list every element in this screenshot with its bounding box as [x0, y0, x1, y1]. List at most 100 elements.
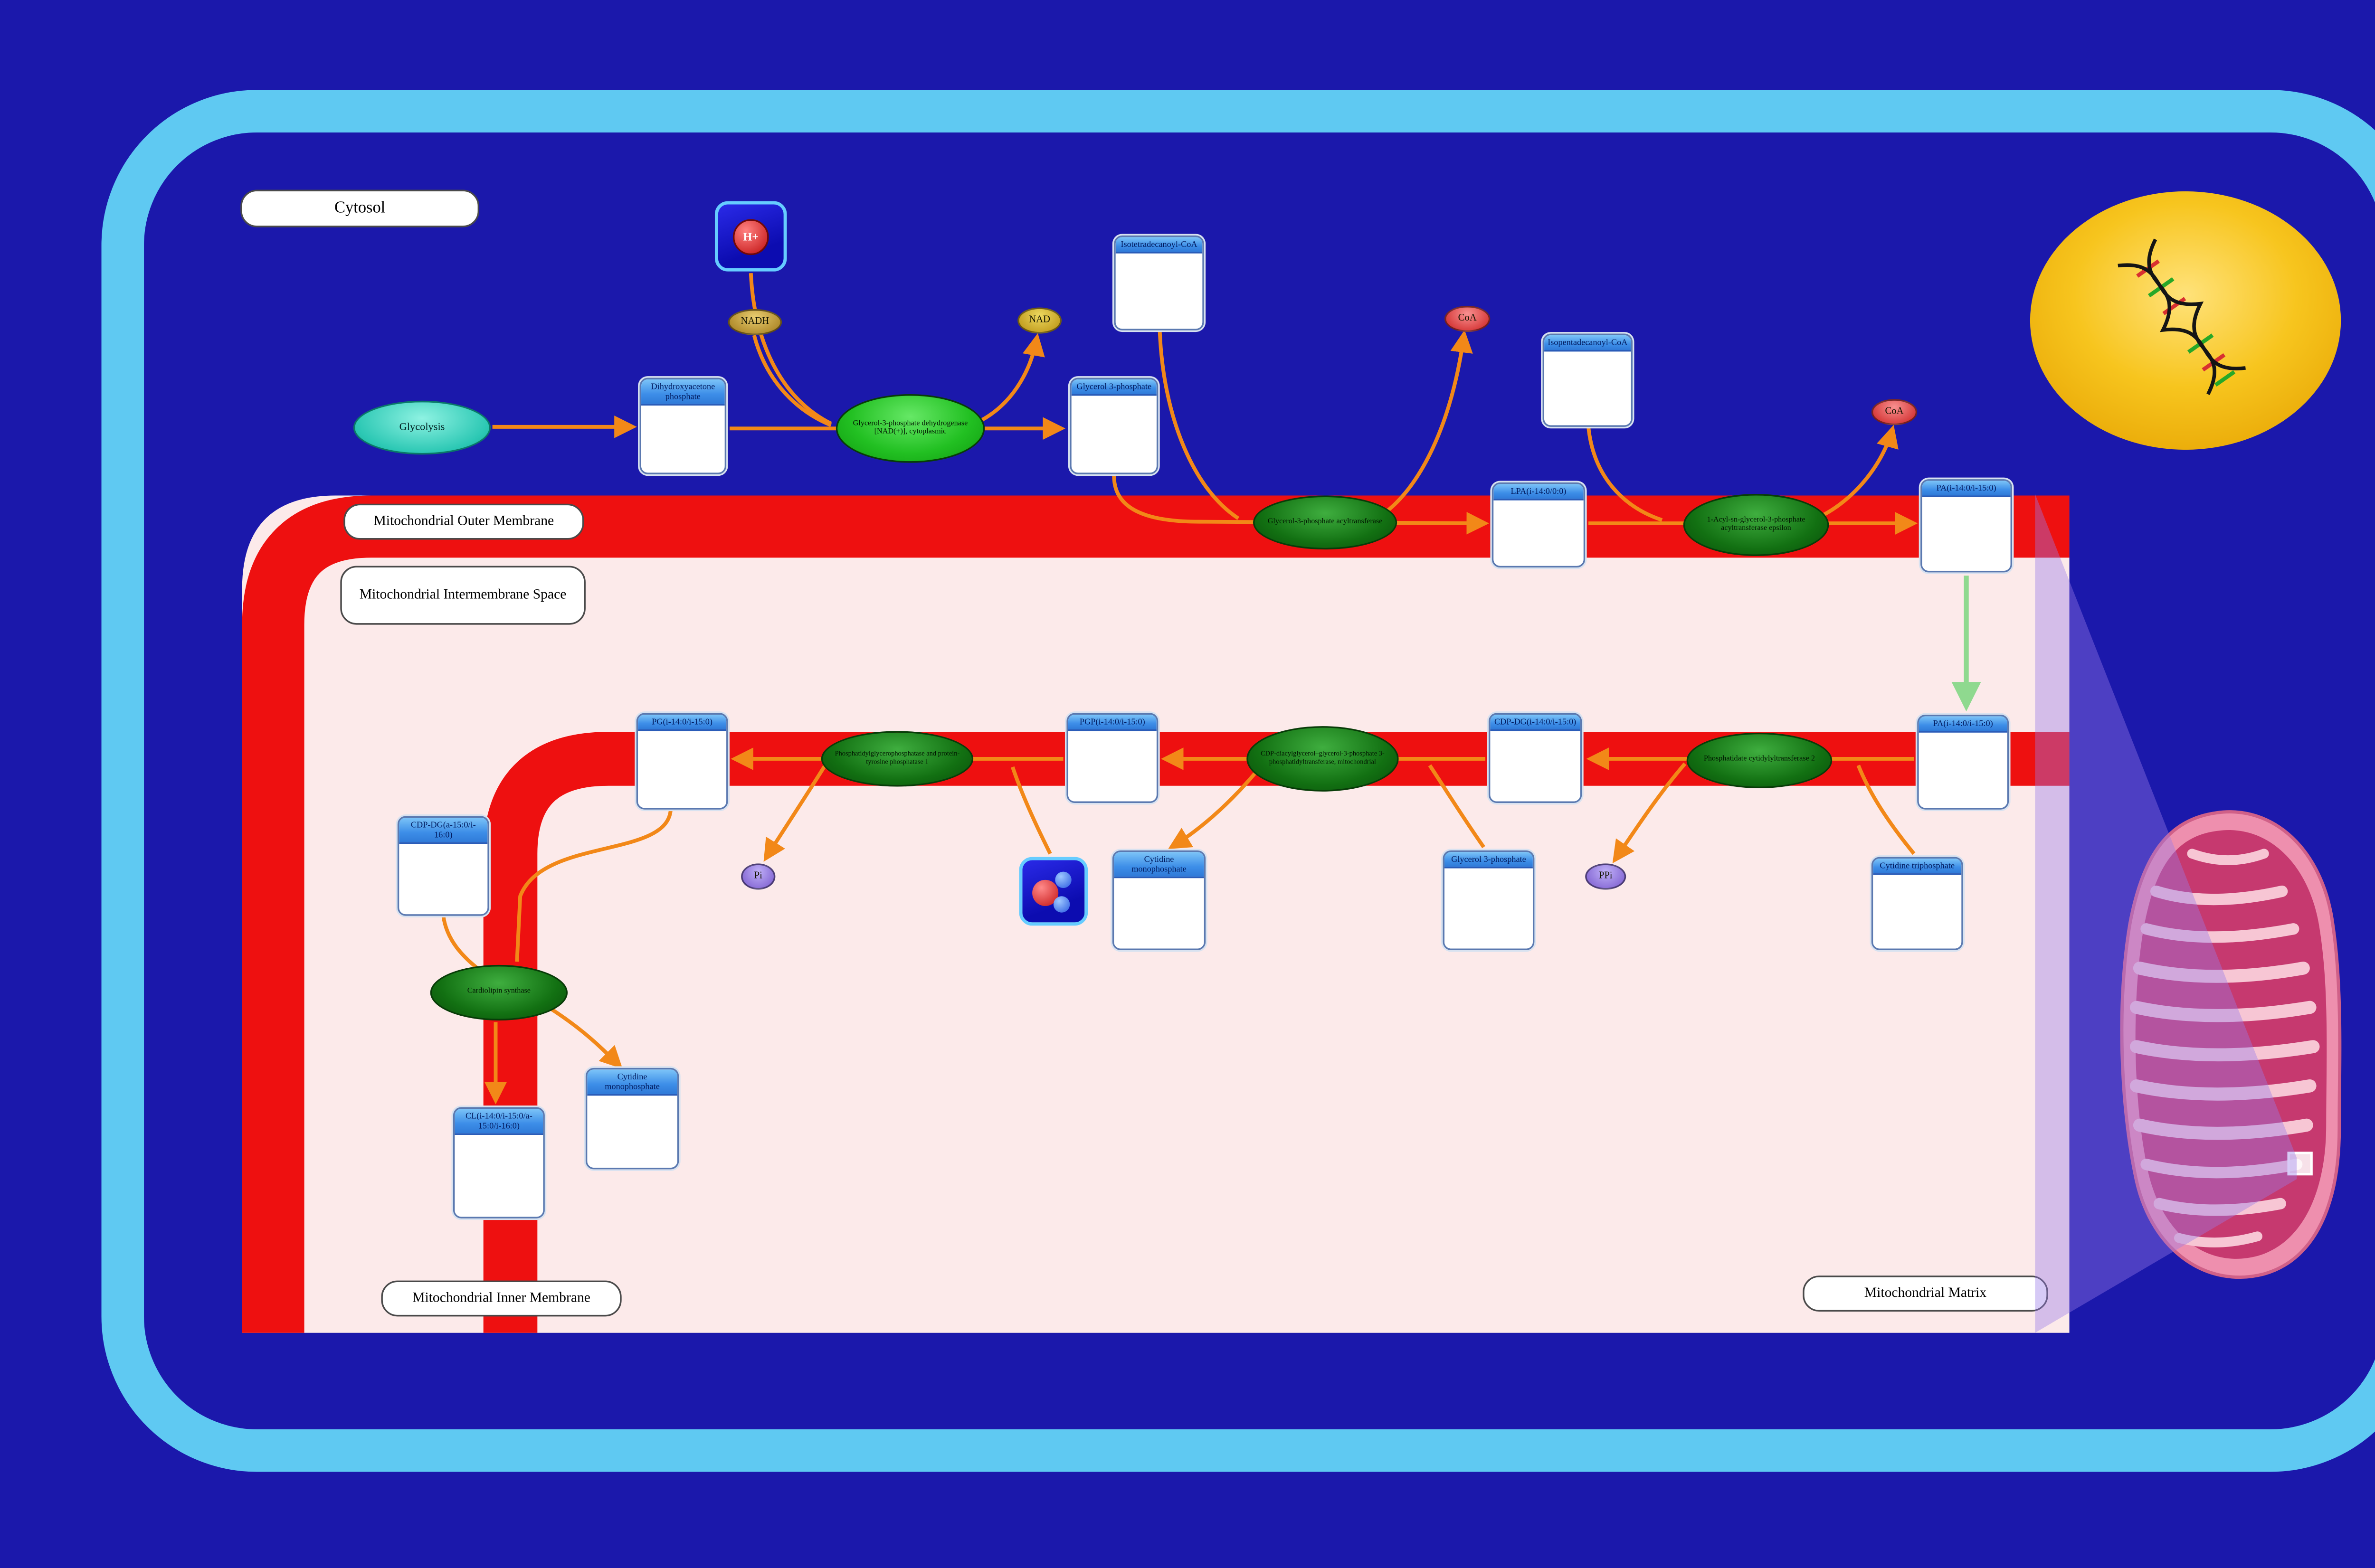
metabolite-label: CDP-DG(a-15:0/i-16:0): [399, 817, 488, 844]
proton-icon[interactable]: H+: [714, 201, 787, 272]
chemical-structure-icon: [1496, 763, 1575, 803]
metabolite-node-pg[interactable]: PG(i-14:0/i-15:0): [636, 713, 728, 810]
enzyme-label: 1-Acyl-sn-glycerol-3-phosphate acyltrans…: [1707, 516, 1805, 533]
metabolite-pill-ppi[interactable]: PPi: [1585, 863, 1626, 890]
metabolite-node-cl[interactable]: CL(i-14:0/i-15:0/a-15:0/i-16:0): [453, 1107, 545, 1219]
metabolite-node-ctp[interactable]: Cytidine triphosphate: [1871, 857, 1963, 950]
enzyme-node-cds2[interactable]: Phosphatidate cytidylyltransferase 2: [1686, 732, 1833, 788]
metabolite-label: CDP-DG(i-14:0/i-15:0): [1490, 714, 1580, 731]
metabolite-node-g3p-matrix[interactable]: Glycerol 3-phosphate: [1443, 850, 1535, 950]
enzyme-node-ptpmt1[interactable]: Phosphatidylglycerophosphatase and prote…: [821, 731, 974, 787]
structure-panel: [399, 844, 488, 916]
enzyme-node-gpat[interactable]: Glycerol-3-phosphate acyltransferase: [1253, 495, 1397, 550]
metabolite-label: PGP(i-14:0/i-15:0): [1068, 714, 1157, 731]
pathway-node-glycolysis[interactable]: Glycolysis: [353, 400, 491, 455]
metabolite-label: Glycerol 3-phosphate: [1444, 852, 1533, 869]
structure-panel: [1544, 351, 1631, 427]
metabolite-node-pa-inner[interactable]: PA(i-14:0/i-15:0): [1917, 714, 2009, 810]
metabolite-pill-nad[interactable]: NAD: [1017, 307, 1062, 334]
zoom-source-square: [2287, 1152, 2313, 1176]
metabolite-label: Isotetradecanoyl-CoA: [1115, 237, 1203, 254]
label-text: Mitochondrial Inner Membrane: [412, 1289, 590, 1305]
enzyme-node-crls1[interactable]: Cardiolipin synthase: [430, 964, 568, 1020]
enzyme-label: Cardiolipin synthase: [467, 988, 531, 997]
chemical-structure-icon: [1924, 765, 2002, 809]
compartment-label-cytosol: Cytosol: [240, 189, 480, 227]
metabolite-node-dhap[interactable]: Dihydroxyacetone phosphate: [639, 378, 727, 474]
chemical-structure-icon: [460, 1167, 538, 1219]
chemical-structure-icon: [646, 438, 720, 474]
metabolite-pill-pi[interactable]: Pi: [741, 863, 776, 890]
structure-panel: [1922, 497, 2011, 572]
label-text: Mitochondrial Intermembrane Space: [359, 586, 567, 603]
chemical-structure-icon: [1450, 900, 1528, 950]
metabolite-node-cdp-dg-1[interactable]: CDP-DG(i-14:0/i-15:0): [1488, 713, 1582, 803]
nucleus: [2030, 191, 2341, 450]
metabolite-node-isopentadecanoyl-coa[interactable]: Isopentadecanoyl-CoA: [1542, 333, 1633, 427]
water-molecule-icon[interactable]: [1019, 857, 1088, 926]
structure-panel: [1068, 731, 1157, 802]
structure-panel: [641, 406, 725, 474]
metabolite-pill-nadh[interactable]: NADH: [728, 309, 782, 335]
compartment-label-intermembrane-space: Mitochondrial Intermembrane Space: [340, 566, 586, 625]
metabolite-node-cdp-dg-2[interactable]: CDP-DG(a-15:0/i-16:0): [397, 816, 489, 916]
chemical-structure-icon: [1878, 907, 1956, 950]
metabolite-pill-coa-1[interactable]: CoA: [1444, 306, 1491, 332]
metabolite-label: CL(i-14:0/i-15:0/a-15:0/i-16:0): [455, 1108, 543, 1135]
metabolite-label: PA(i-14:0/i-15:0): [1922, 481, 2011, 498]
pill-label: CoA: [1458, 314, 1477, 324]
structure-panel: [638, 731, 727, 810]
structure-panel: [1873, 875, 1962, 950]
mitochondrion-illustration: [2120, 810, 2342, 1279]
hydrogen-ion-sphere: H+: [732, 218, 769, 255]
metabolite-label: PA(i-14:0/i-15:0): [1919, 716, 2007, 733]
structure-panel: [1919, 733, 2007, 809]
structure-panel: [1493, 501, 1584, 567]
chemical-structure-icon: [1499, 532, 1578, 567]
metabolite-node-isotetradecanoyl-coa[interactable]: Isotetradecanoyl-CoA: [1114, 235, 1204, 331]
inner-membrane-band: [483, 732, 2070, 1333]
hydrogen-sphere: [1055, 871, 1072, 888]
chemical-structure-icon: [1549, 384, 1626, 427]
metabolite-node-g3p-cytosol[interactable]: Glycerol 3-phosphate: [1070, 378, 1159, 474]
enzyme-label: CDP-diacylglycerol–glycerol-3-phosphate …: [1261, 749, 1385, 765]
enzyme-node-pgs1[interactable]: CDP-diacylglycerol–glycerol-3-phosphate …: [1246, 726, 1399, 792]
hydrogen-sphere: [1053, 896, 1070, 913]
enzyme-label: Phosphatidylglycerophosphatase and prote…: [835, 749, 960, 765]
compartment-label-outer-membrane: Mitochondrial Outer Membrane: [343, 503, 584, 540]
structure-panel: [587, 1096, 677, 1169]
metabolite-label: PG(i-14:0/i-15:0): [638, 714, 727, 731]
metabolite-node-pa-outer[interactable]: PA(i-14:0/i-15:0): [1920, 479, 2012, 573]
metabolite-label: Cytidine monophosphate: [1114, 852, 1204, 878]
chemical-structure-icon: [643, 763, 721, 810]
chemical-structure-icon: [593, 1128, 672, 1169]
enzyme-label: Phosphatidate cytidylyltransferase 2: [1703, 756, 1815, 765]
pill-label: NAD: [1029, 315, 1050, 326]
pathway-label: Glycolysis: [399, 422, 445, 434]
enzyme-node-agpat[interactable]: 1-Acyl-sn-glycerol-3-phosphate acyltrans…: [1683, 494, 1829, 556]
cristae: [2129, 849, 2320, 1247]
chemical-structure-icon: [1928, 529, 2005, 572]
dna-helix-icon: [2118, 238, 2246, 395]
enzyme-node-gpd1[interactable]: Glycerol-3-phosphate dehydrogenase [NAD(…: [836, 394, 985, 463]
structure-panel: [1071, 396, 1157, 474]
label-text: Mitochondrial Outer Membrane: [373, 512, 554, 529]
pill-label: PPi: [1598, 871, 1613, 882]
compartment-label-inner-membrane: Mitochondrial Inner Membrane: [381, 1280, 622, 1317]
pill-label: CoA: [1885, 407, 1904, 417]
chemical-structure-icon: [1077, 428, 1152, 474]
metabolite-label: Cytidine monophosphate: [587, 1069, 677, 1096]
metabolite-label: Glycerol 3-phosphate: [1071, 379, 1157, 396]
metabolite-pill-coa-2[interactable]: CoA: [1871, 399, 1918, 425]
pill-label: NADH: [741, 317, 770, 327]
metabolite-node-pgp[interactable]: PGP(i-14:0/i-15:0): [1066, 713, 1159, 803]
metabolite-node-cmp-2[interactable]: Cytidine monophosphate: [585, 1067, 679, 1170]
cell-membrane-border: [101, 90, 2375, 1472]
chemical-structure-icon: [404, 876, 482, 916]
structure-panel: [1114, 878, 1204, 949]
structure-panel: [1444, 868, 1533, 950]
metabolite-node-cmp-1[interactable]: Cytidine monophosphate: [1112, 850, 1206, 950]
metabolite-node-lpa[interactable]: LPA(i-14:0/0:0): [1492, 482, 1586, 568]
